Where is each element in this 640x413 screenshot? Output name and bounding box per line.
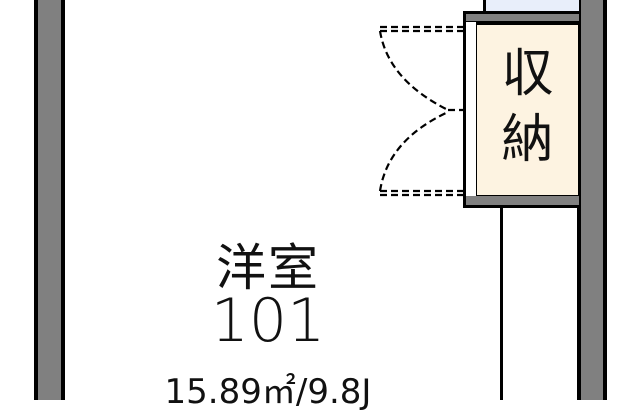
closet-label-top: 収	[501, 44, 554, 104]
left-wall	[34, 0, 65, 400]
closet	[477, 22, 578, 198]
closet-label-bottom: 納	[501, 110, 554, 170]
room-number: 101	[210, 286, 326, 356]
room-name: 洋室	[216, 239, 320, 297]
room-area: 15.89㎡/9.8J	[164, 372, 372, 412]
closet-bottom-wall	[463, 196, 579, 208]
right-wall	[577, 0, 607, 400]
closet-door-swing-icon	[378, 25, 463, 197]
partition-line	[500, 207, 503, 400]
